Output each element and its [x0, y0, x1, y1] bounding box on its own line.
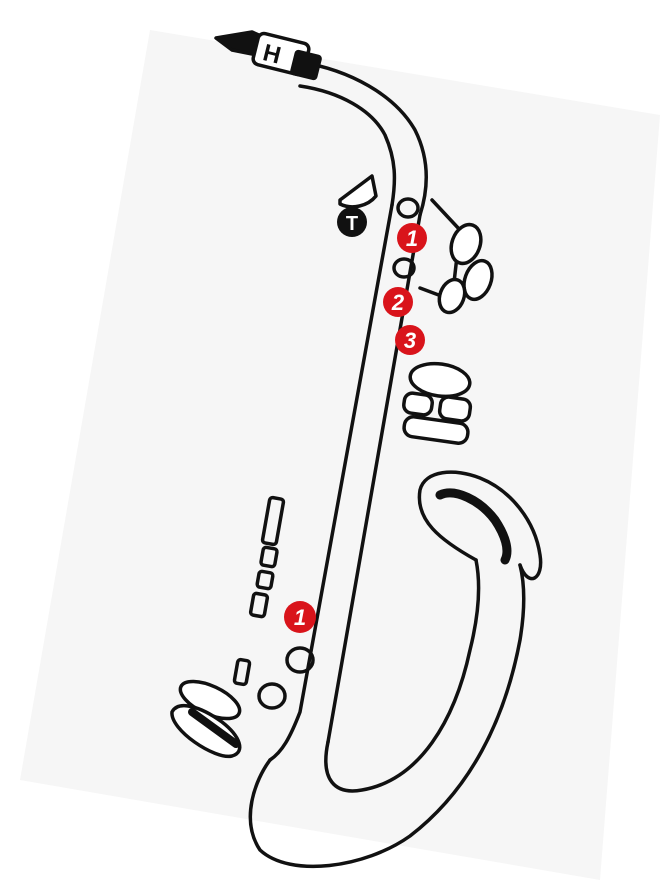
marker-upper-2-label: 2 [391, 290, 405, 315]
rect-key-1 [260, 495, 286, 547]
side-key-bottom [402, 415, 470, 445]
rect-key-5 [232, 657, 252, 687]
octave-key-icon [338, 174, 378, 209]
palm-key-guard [418, 198, 462, 302]
ligature-band [290, 49, 322, 81]
palm-key-b [462, 258, 494, 302]
marker-lower-1: 1 [284, 601, 316, 633]
saxophone-bow-icon [248, 558, 526, 869]
side-key-large [408, 361, 472, 399]
tone-hole-upper-b [392, 257, 416, 279]
spatula-key-band [188, 708, 240, 748]
side-key-left [402, 391, 434, 417]
mouthpiece-brand-label: H [260, 39, 283, 69]
marker-upper-1-circle [397, 223, 427, 253]
marker-upper-1: 1 [397, 223, 427, 253]
tone-hole-upper-a [396, 197, 420, 219]
thumb-rest-label: T [346, 213, 358, 235]
marker-upper-1-label: 1 [406, 226, 418, 251]
bell-inner-shading [435, 488, 512, 565]
palm-key-c [437, 277, 467, 315]
tone-hole-lower-b [257, 682, 287, 710]
tone-hole-lower-a [285, 646, 315, 674]
side-key-right [437, 395, 473, 423]
marker-upper-3-circle [395, 325, 425, 355]
background-panel [20, 30, 660, 880]
thumb-rest-icon [337, 207, 367, 237]
spatula-key-lower [170, 703, 242, 758]
marker-lower-1-label: 1 [294, 605, 306, 630]
marker-upper-2-circle [383, 287, 413, 317]
saxophone-bell-icon [417, 470, 543, 581]
saxophone-neck-icon [298, 60, 428, 217]
marker-upper-3-label: 3 [404, 328, 416, 353]
rect-key-3 [255, 569, 275, 591]
rect-key-2 [259, 545, 279, 569]
marker-upper-2: 2 [383, 287, 413, 317]
marker-lower-1-circle [284, 601, 316, 633]
marker-upper-3: 3 [395, 325, 425, 355]
rect-key-4 [248, 591, 270, 619]
palm-key-a [449, 222, 483, 266]
